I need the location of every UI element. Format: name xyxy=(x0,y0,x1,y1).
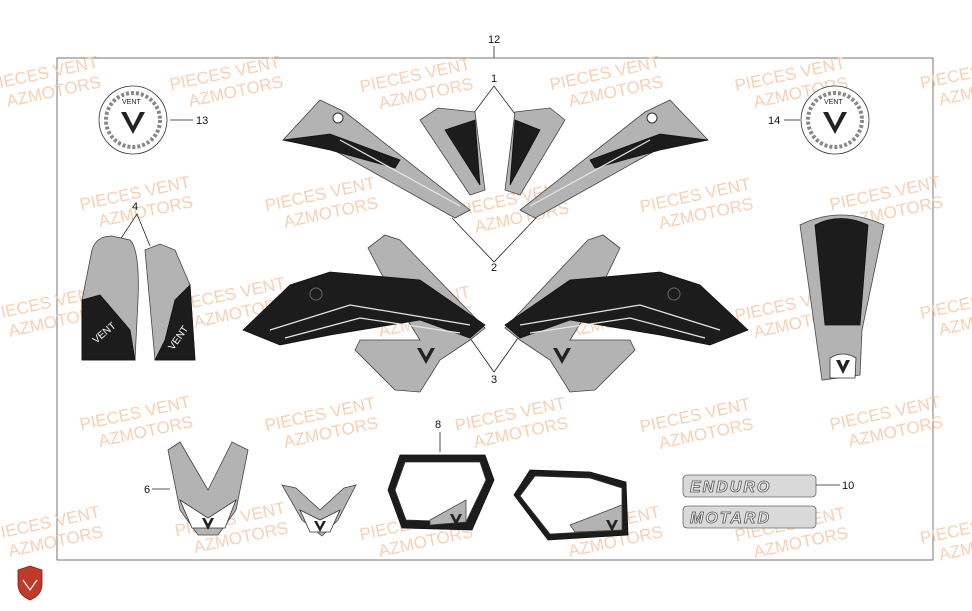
callout-14: 14 xyxy=(768,115,780,127)
diagram-frame xyxy=(56,57,934,561)
decal-1-tank-right xyxy=(504,107,566,196)
callout-10: 10 xyxy=(842,480,854,492)
vent-v-emblem-icon xyxy=(823,112,847,134)
vent-v-emblem-icon xyxy=(836,360,850,374)
leader-4 xyxy=(119,213,151,247)
decal-10-enduro: ENDURO xyxy=(682,474,817,498)
decal-2-radiator-right xyxy=(504,234,749,393)
azmotors-shield-logo-icon xyxy=(17,565,43,601)
decal-8-side-plate-left xyxy=(387,454,495,531)
decal-2-radiator-left xyxy=(242,234,486,393)
decal-10-motard: MOTARD xyxy=(682,505,817,529)
callout-1: 1 xyxy=(491,73,497,85)
decal-4-side-right: VENT xyxy=(144,243,196,361)
decal-1-tank-left xyxy=(419,107,486,196)
callout-8: 8 xyxy=(435,419,441,431)
leader-3 xyxy=(469,337,519,373)
decal-4-side-left: VENT xyxy=(81,235,139,361)
decal-shroud-upper-left xyxy=(282,99,471,219)
decal-brand-label: VENT xyxy=(122,99,141,106)
decal-brand-label: VENT xyxy=(824,99,843,106)
callout-6: 6 xyxy=(144,484,150,496)
vent-v-emblem-icon xyxy=(417,348,435,364)
callout-4: 4 xyxy=(132,201,138,213)
vent-v-emblem-icon xyxy=(553,348,571,364)
vent-v-emblem-icon xyxy=(314,521,326,532)
callout-2: 2 xyxy=(491,262,497,274)
callout-3: 3 xyxy=(491,374,497,386)
vent-v-emblem-icon xyxy=(606,520,618,532)
decal-13-round: VENT xyxy=(98,85,168,155)
vent-v-emblem-icon xyxy=(202,518,214,530)
leader-2 xyxy=(451,217,537,263)
decal-front-fender xyxy=(799,214,885,381)
decal-enduro-label: ENDURO xyxy=(690,479,771,496)
callout-12: 12 xyxy=(488,34,500,46)
decal-14-round: VENT xyxy=(800,85,870,155)
leader-1 xyxy=(469,85,519,119)
decal-motard-label: MOTARD xyxy=(690,510,771,527)
vent-v-emblem-icon xyxy=(121,112,145,134)
decal-headlight-small xyxy=(281,484,357,537)
decal-6-front-plate xyxy=(167,441,249,536)
vent-v-emblem-icon xyxy=(450,514,462,526)
decal-8-side-plate-right xyxy=(513,469,629,541)
callout-13: 13 xyxy=(196,115,208,127)
decal-shroud-upper-right xyxy=(519,99,709,219)
